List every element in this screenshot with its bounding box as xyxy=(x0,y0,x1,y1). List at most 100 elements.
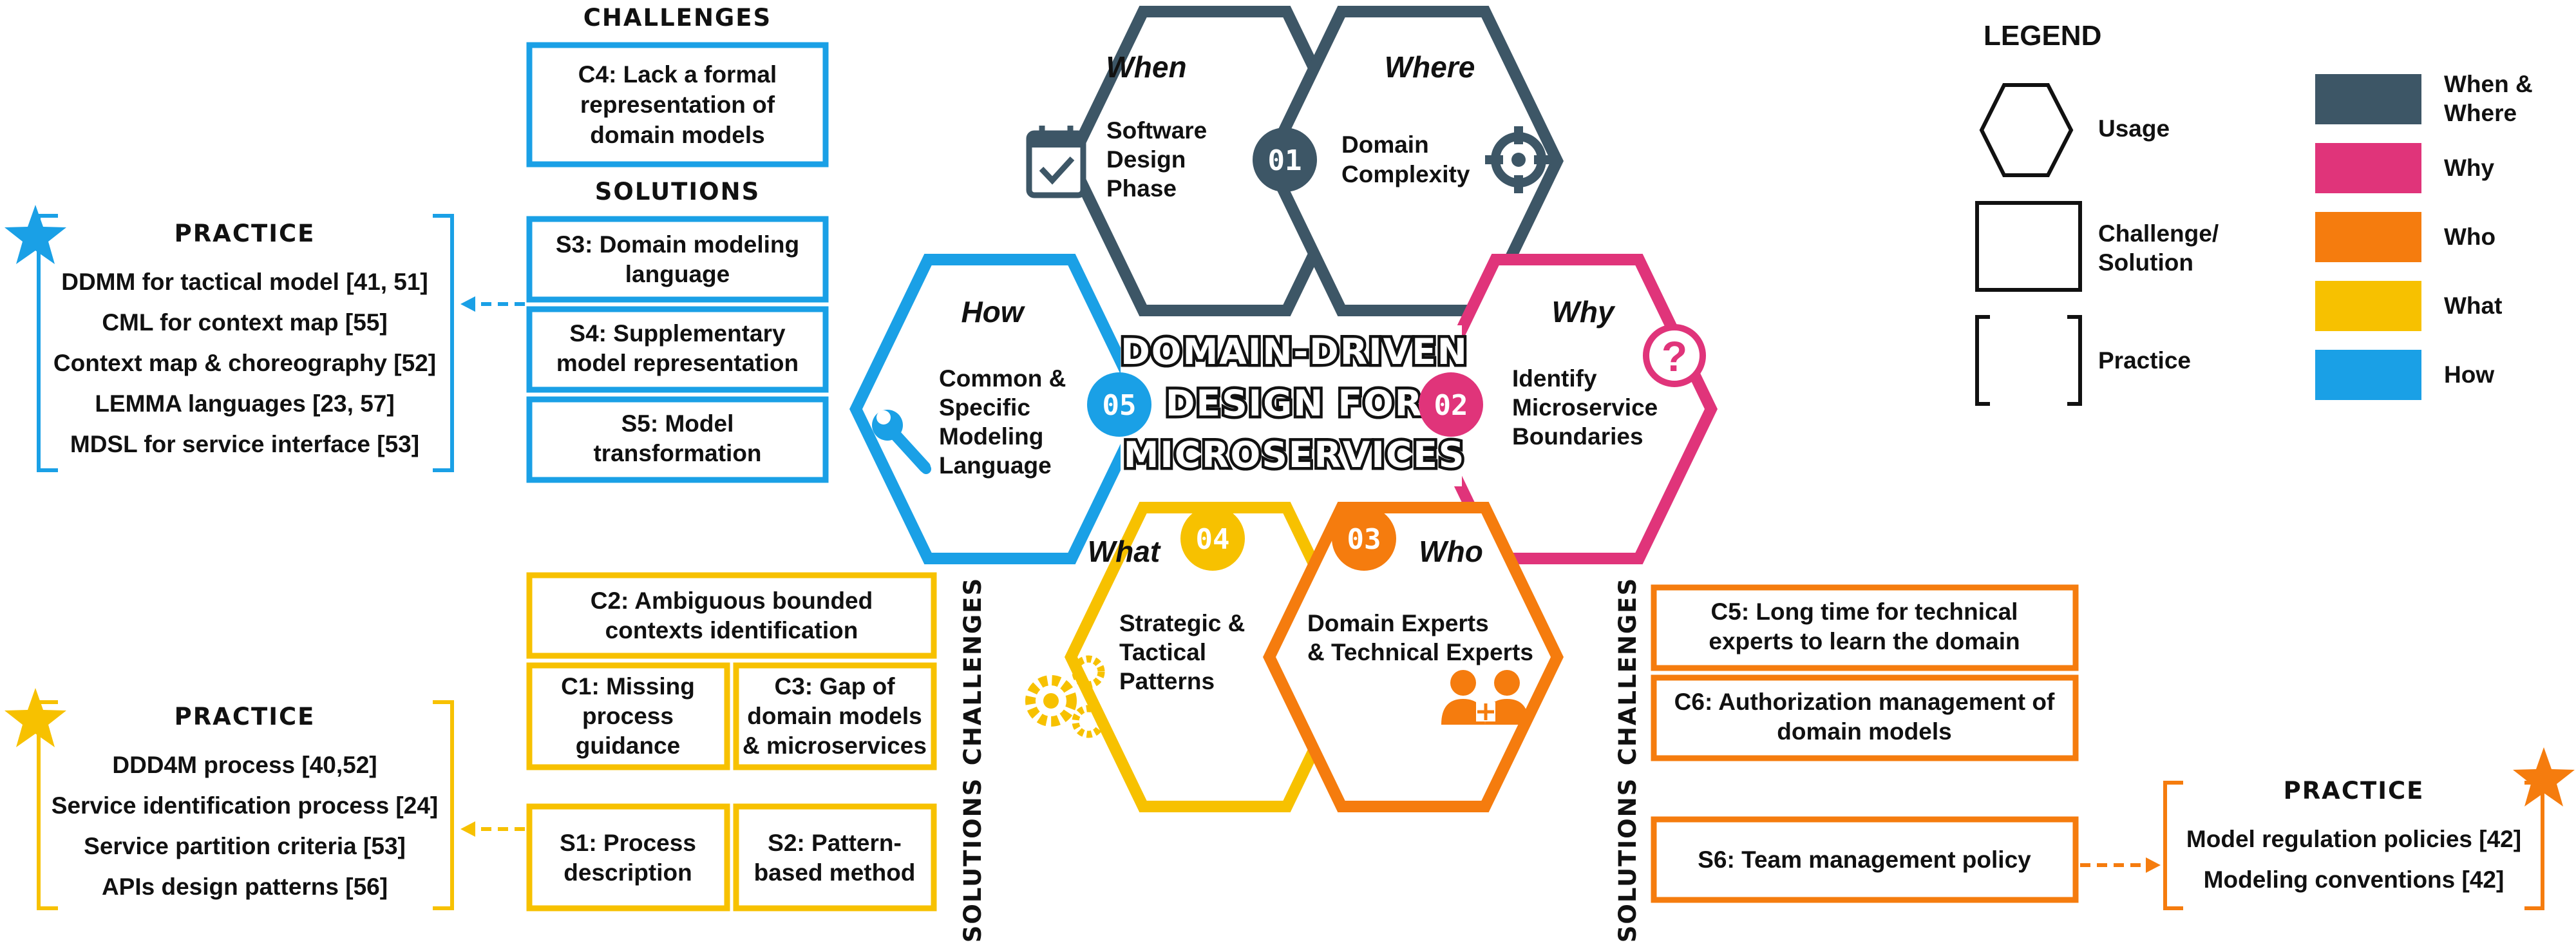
s5-line-1: S5: Model xyxy=(621,410,734,437)
legend-when-where-label-2: Where xyxy=(2444,100,2517,126)
c3-line-1: C3: Gap of xyxy=(774,673,895,700)
hex-what xyxy=(1065,502,1365,812)
legend-usage-label: Usage xyxy=(2098,115,2170,142)
c6-line-1: C6: Authorization management of xyxy=(1674,689,2055,715)
legend-what-label: What xyxy=(2444,292,2502,319)
hex-how-line-2: Specific xyxy=(939,394,1030,421)
c1-line-2: process xyxy=(582,703,674,729)
right-practice-item-2: Modeling conventions [42] xyxy=(2204,866,2505,893)
center-title-line-3: MICROSERVICES xyxy=(1124,434,1466,475)
right-solutions-heading: SOLUTIONS xyxy=(1614,778,1642,942)
crosshair-icon xyxy=(1485,126,1552,193)
svg-text:?: ? xyxy=(1662,332,1687,380)
s3-line-1: S3: Domain modeling xyxy=(556,231,799,258)
hex-how-label: How xyxy=(961,295,1025,329)
badge-05-text: 05 xyxy=(1103,389,1137,422)
s2-line-2: based method xyxy=(754,859,916,886)
left-practice-bracket-left xyxy=(37,700,58,910)
c3-line-3: & microservices xyxy=(743,732,927,759)
s6-line-1: S6: Team management policy xyxy=(1698,846,2031,873)
legend-swatch-what xyxy=(2315,281,2421,331)
c2-line-2: contexts identification xyxy=(605,617,858,644)
s1-line-1: S1: Process xyxy=(560,830,696,856)
hex-how-line-3: Modeling xyxy=(939,423,1043,450)
badge-01-text: 01 xyxy=(1268,144,1302,177)
top-solutions-heading: SOLUTIONS xyxy=(595,178,760,205)
top-practice-star-icon xyxy=(5,205,66,264)
s2-box xyxy=(733,803,937,912)
center-title: DOMAIN-DRIVEN DESIGN FOR MICROSERVICES xyxy=(1118,329,1470,479)
s1-box xyxy=(526,803,730,912)
s4-line-1: S4: Supplementary xyxy=(569,320,786,347)
s5-box xyxy=(526,396,829,483)
right-practice-heading: PRACTICE xyxy=(2284,777,2425,805)
top-practice-item-5: MDSL for service interface [53] xyxy=(70,431,419,457)
question-icon: ? xyxy=(1643,324,1706,387)
c6-line-2: domain models xyxy=(1777,718,1951,745)
legend-who-label: Who xyxy=(2444,224,2496,250)
legend-practice-label: Practice xyxy=(2098,347,2191,374)
left-practice-item-2: Service identification process [24] xyxy=(52,792,438,819)
top-practice-bracket-left xyxy=(37,214,58,472)
hex-how-line-4: Language xyxy=(939,452,1052,479)
right-practice-item-1: Model regulation policies [42] xyxy=(2186,826,2521,852)
badge-01: 01 xyxy=(1253,128,1317,192)
s3-line-2: language xyxy=(625,261,730,287)
c1-box xyxy=(526,662,730,770)
hex-when-label: When xyxy=(1106,50,1186,84)
people-icon xyxy=(1441,670,1529,725)
c6-box xyxy=(1651,674,2079,761)
top-practice-item-3: Context map & choreography [52] xyxy=(53,350,436,376)
right-practice-star-icon xyxy=(2513,747,2575,807)
c3-box xyxy=(733,662,937,770)
legend-swatch-how xyxy=(2315,350,2421,400)
hex-when-line-3: Phase xyxy=(1106,175,1177,202)
hex-what-line-2: Tactical xyxy=(1119,639,1206,665)
s2-line-1: S2: Pattern- xyxy=(768,830,902,856)
legend-box-shape xyxy=(1975,201,2082,292)
c4-box xyxy=(526,42,829,167)
s4-line-2: model representation xyxy=(556,350,799,376)
legend-title: LEGEND xyxy=(1984,20,2101,52)
hex-when-line-2: Design xyxy=(1106,146,1186,173)
top-challenges-heading: CHALLENGES xyxy=(583,4,772,32)
c5-box xyxy=(1651,584,2079,671)
top-practice-heading: PRACTICE xyxy=(175,220,316,247)
s1-line-2: description xyxy=(564,859,692,886)
hex-what-line-3: Patterns xyxy=(1119,668,1215,694)
s4-box xyxy=(526,306,829,393)
left-practice-heading: PRACTICE xyxy=(175,703,316,730)
left-practice-star-icon xyxy=(5,688,66,747)
center-title-line-1: DOMAIN-DRIVEN xyxy=(1121,331,1468,372)
right-practice-bracket-left xyxy=(2163,781,2183,910)
right-challenges-heading: CHALLENGES xyxy=(1614,577,1642,765)
hex-why-line-1: Identify xyxy=(1512,365,1597,392)
c4-line-2: representation of xyxy=(580,91,775,118)
legend-bracket-left xyxy=(1975,315,1990,406)
hex-who-line-1: Domain Experts xyxy=(1307,610,1489,636)
hex-what-label: What xyxy=(1088,535,1161,568)
legend-challenge-label-1: Challenge/ xyxy=(2098,220,2219,247)
hex-why-line-3: Boundaries xyxy=(1512,423,1643,450)
c3-line-2: domain models xyxy=(747,703,922,729)
c4-line-3: domain models xyxy=(590,122,764,148)
hex-who xyxy=(1263,502,1564,812)
c1-line-3: guidance xyxy=(576,732,680,759)
c5-line-2: experts to learn the domain xyxy=(1709,628,2020,654)
c5-line-1: C5: Long time for technical xyxy=(1711,598,2018,625)
wrench-icon xyxy=(872,410,931,474)
left-practice-item-1: DDD4M process [40,52] xyxy=(112,752,377,778)
center-backdrop xyxy=(1121,325,1462,486)
legend-why-label: Why xyxy=(2444,155,2495,181)
top-practice-item-4: LEMMA languages [23, 57] xyxy=(95,390,394,417)
center-title-line-2: DESIGN FOR xyxy=(1166,383,1423,424)
legend-swatch-who xyxy=(2315,212,2421,262)
hex-what-line-1: Strategic & xyxy=(1119,610,1245,636)
hex-why-label: Why xyxy=(1551,295,1616,329)
badge-02-text: 02 xyxy=(1434,389,1468,422)
legend-when-where-label-1: When & xyxy=(2444,71,2533,97)
badge-05: 05 xyxy=(1087,372,1151,437)
s3-box xyxy=(526,216,829,303)
legend: LEGEND Usage Challenge/ Solution Practic… xyxy=(1975,20,2533,406)
c2-line-1: C2: Ambiguous bounded xyxy=(591,587,873,614)
